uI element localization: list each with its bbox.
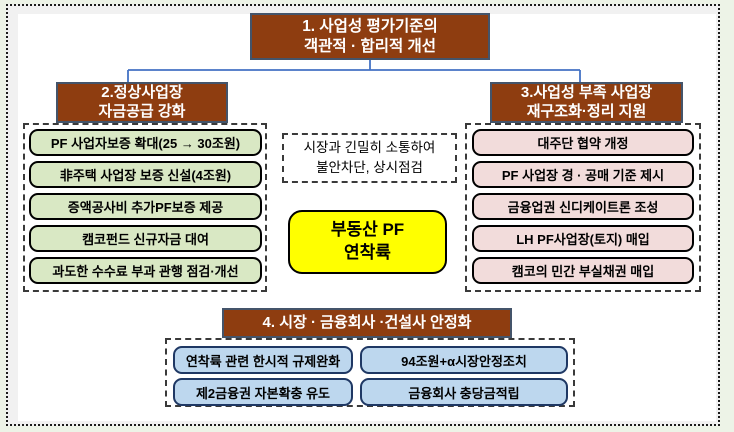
- top-header-line1: 1. 사업성 평가기준의: [302, 18, 438, 36]
- right-item-3: 금융업권 신디케이트론 조성: [472, 193, 694, 220]
- top-header-line2: 객관적 · 합리적 개선: [303, 37, 437, 55]
- left-item-1: PF 사업자보증 확대(25 → 30조원): [29, 129, 262, 156]
- right-item-2: PF 사업장 경 · 공매 기준 제시: [472, 161, 694, 188]
- left-item-2: 非주택 사업장 보증 신설(4조원): [29, 161, 262, 188]
- right-header-line1: 3.사업성 부족 사업장: [520, 83, 653, 101]
- left-item-3: 증액공사비 추가PF보증 제공: [29, 193, 262, 220]
- left-header-line2: 자금공급 강화: [98, 102, 186, 120]
- bottom-item-2: 94조원+α시장안정조치: [360, 346, 568, 374]
- right-item-4: LH PF사업장(토지) 매입: [472, 225, 694, 252]
- bottom-item-3: 제2금융권 자본확충 유도: [173, 378, 353, 406]
- right-section-header: 3.사업성 부족 사업장 재구조화·정리 지원: [490, 82, 683, 123]
- center-highlight-line2: 연착륙: [344, 243, 391, 262]
- left-item-4: 캠코펀드 신규자금 대여: [29, 225, 262, 252]
- center-note-line2: 불안차단, 상시점검: [316, 160, 423, 175]
- right-item-5: 캠코의 민간 부실채권 매입: [472, 257, 694, 284]
- right-header-line2: 재구조화·정리 지원: [526, 102, 647, 120]
- right-item-1: 대주단 협약 개정: [472, 129, 694, 156]
- left-section-header: 2.정상사업장 자금공급 강화: [56, 82, 228, 123]
- bottom-item-1: 연착륙 관련 한시적 규제완화: [173, 346, 353, 374]
- left-header-line1: 2.정상사업장: [101, 83, 183, 101]
- center-highlight-box: 부동산 PF 연착륙: [288, 210, 447, 274]
- center-highlight-line1: 부동산 PF: [330, 220, 405, 240]
- bottom-header-title: 4. 시장 · 금융회사 ·건설사 안정화: [262, 313, 472, 331]
- left-item-5: 과도한 수수료 부과 관행 점검·개선: [29, 257, 262, 284]
- center-note-box: 시장과 긴밀히 소통하여 불안차단, 상시점검: [282, 133, 457, 183]
- bottom-section-header: 4. 시장 · 금융회사 ·건설사 안정화: [222, 308, 512, 338]
- bottom-item-4: 금융회사 충당금적립: [360, 378, 568, 406]
- top-header-box: 1. 사업성 평가기준의 객관적 · 합리적 개선: [250, 13, 490, 60]
- center-note-line1: 시장과 긴밀히 소통하여: [303, 140, 436, 156]
